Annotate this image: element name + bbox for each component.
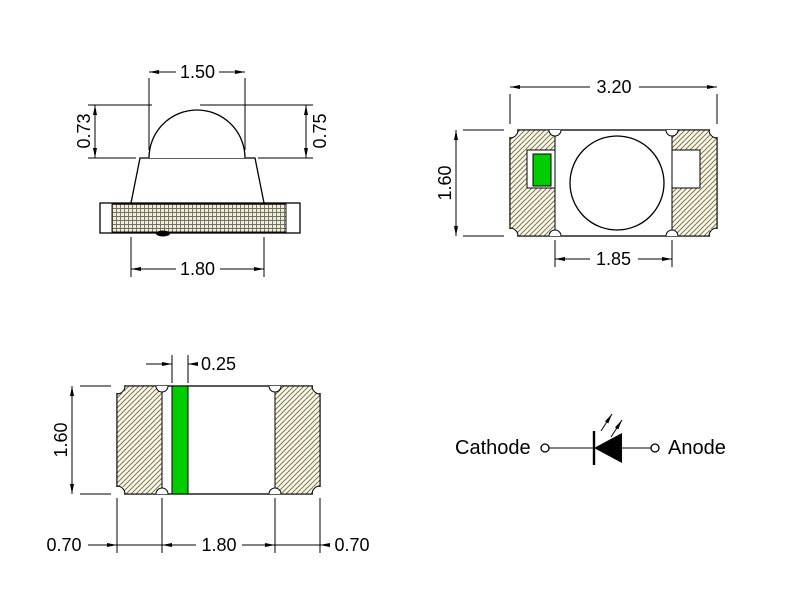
corner-notch-arc (311, 385, 321, 395)
led-schematic: Cathode Anode (455, 413, 726, 465)
corner-cut (110, 379, 124, 393)
dim-overall-width: 3.20 (509, 77, 718, 124)
corner-notch-arc (708, 227, 718, 237)
light-emission-arrows (600, 413, 623, 438)
diode-triangle (594, 433, 622, 463)
edge-notch (665, 229, 679, 237)
dim-label-overall-width: 3.20 (596, 77, 631, 97)
edge-notch (548, 129, 562, 137)
edge-notch (268, 487, 282, 495)
dim-label-overall-height: 1.60 (435, 165, 455, 200)
cathode-marker (532, 153, 552, 187)
dim-marker-width: 0.25 (146, 354, 236, 383)
dim-label-height-right: 0.75 (310, 113, 330, 148)
bottom-mark (156, 230, 170, 237)
corner-cut (710, 229, 724, 243)
dim-label-height-left: 0.73 (74, 113, 94, 148)
light-arrow (600, 413, 613, 432)
corner-notch-arc (116, 485, 126, 495)
dim-label-right-pad-width: 0.70 (334, 535, 369, 555)
edge-notch (155, 487, 169, 495)
dim-label-center-width: 1.80 (201, 535, 236, 555)
right-pad-notch (671, 149, 701, 189)
dim-dome-width: 1.50 (148, 62, 246, 150)
top-view: 3.20 1.60 1.85 (435, 77, 724, 269)
dim-pad-widths: 0.70 1.80 0.70 (46, 498, 370, 555)
dim-base-width: 1.80 (130, 237, 265, 279)
dim-height-right: 0.75 (200, 104, 330, 159)
side-view: 1.50 0.73 0.75 1.80 (74, 62, 330, 279)
corner-cut (313, 379, 327, 393)
cathode-stripe (171, 385, 189, 495)
corner-cut (503, 229, 517, 243)
corner-cut (710, 123, 724, 137)
cathode-terminal (540, 443, 550, 453)
corner-notch-arc (509, 129, 519, 139)
lens-circle (569, 135, 665, 231)
right-pad (274, 385, 321, 495)
anode-terminal (650, 443, 660, 453)
dim-overall-height-bottom-view: 1.60 (51, 385, 111, 495)
anode-label: Anode (668, 437, 726, 459)
dim-overall-height-top-view: 1.60 (435, 129, 504, 237)
corner-cut (503, 123, 517, 137)
dim-height-left: 0.73 (74, 104, 152, 159)
light-arrow (610, 419, 623, 438)
corner-cut (313, 487, 327, 501)
dim-label-marker-width: 0.25 (201, 354, 236, 374)
edge-notch (268, 385, 282, 393)
cathode-label: Cathode (455, 437, 531, 459)
dome-lens (148, 109, 246, 159)
corner-notch-arc (311, 485, 321, 495)
corner-notch-arc (116, 385, 126, 395)
dim-label-overall-height: 1.60 (51, 422, 71, 457)
dim-label-dome-width: 1.50 (180, 62, 215, 82)
dim-inner-span: 1.85 (554, 240, 673, 269)
corner-notch-arc (509, 227, 519, 237)
left-pad (116, 385, 163, 495)
edge-notch (155, 385, 169, 393)
corner-cut (110, 487, 124, 501)
dim-label-left-pad-width: 0.70 (46, 535, 81, 555)
edge-notch (548, 229, 562, 237)
base-plate-hatch (111, 203, 287, 233)
dim-label-base-width: 1.80 (180, 259, 215, 279)
edge-notch (665, 129, 679, 137)
corner-notch-arc (708, 129, 718, 139)
package-body (130, 157, 265, 204)
bottom-view: 0.25 1.60 0.70 1.80 0.70 (46, 354, 369, 555)
dim-label-inner-span: 1.85 (596, 249, 631, 269)
